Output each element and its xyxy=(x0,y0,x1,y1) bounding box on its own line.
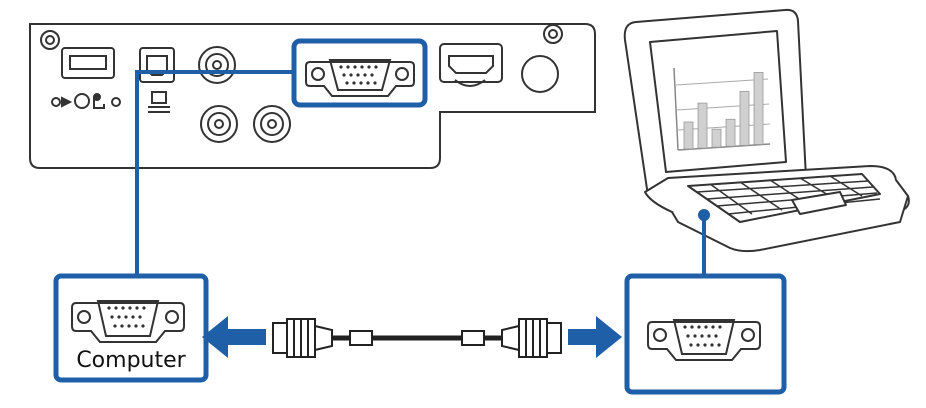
computer-vga-port-icon xyxy=(71,300,185,343)
screen-chart-gridline xyxy=(675,78,769,86)
screen-chart-bar xyxy=(683,121,694,150)
projector-rear-panel-icon xyxy=(29,23,596,169)
projector-vga-port-icon xyxy=(305,59,415,97)
laptop-callout-box xyxy=(624,273,787,395)
arrow-right-icon xyxy=(568,316,622,358)
laptop-vga-port-icon xyxy=(647,319,761,361)
screen-chart-axis-y xyxy=(673,67,679,151)
screen-chart-bar xyxy=(739,90,750,146)
screen-chart-bar xyxy=(697,102,708,149)
leader-line-computer xyxy=(135,70,294,276)
screen-chart-bar xyxy=(711,128,722,148)
arrow-left-icon xyxy=(202,316,266,358)
screen-chart-bar xyxy=(725,118,736,147)
laptop-icon xyxy=(623,8,910,253)
vga-cable-icon xyxy=(272,318,562,358)
computer-port-label: Computer xyxy=(76,348,186,373)
screen-chart-bar xyxy=(753,72,764,145)
laptop-screen-chart xyxy=(673,67,771,151)
laptop-port-marker xyxy=(698,209,710,221)
